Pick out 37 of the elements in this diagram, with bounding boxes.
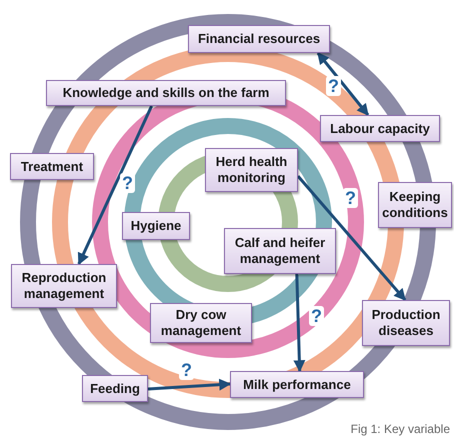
label-box	[362, 300, 450, 346]
edge-label: ?	[343, 188, 358, 208]
node-label: Keeping conditions	[382, 189, 448, 221]
node-label: Hygiene	[130, 218, 182, 234]
figure-caption: Fig 1: Key variable	[350, 422, 450, 436]
edge-label: ?	[120, 173, 135, 193]
arrow	[77, 105, 153, 266]
node-label: Feeding	[90, 380, 140, 396]
node-label: Treatment	[20, 158, 84, 174]
label-box	[150, 303, 252, 343]
label-box	[205, 148, 298, 192]
label-box	[11, 264, 117, 308]
edge-label: ?	[179, 360, 194, 380]
label-box	[320, 115, 440, 142]
label-box	[10, 153, 94, 180]
node-label: Production diseases	[370, 307, 442, 339]
node-label: Dry cow management	[160, 307, 242, 339]
node-label: Labour capacity	[330, 120, 430, 136]
label-box	[46, 80, 286, 106]
arrow	[148, 378, 232, 391]
node-label: Calf and heifer management	[234, 235, 326, 267]
label-box	[230, 371, 364, 398]
node-label: Knowledge and skills on the farm	[62, 85, 270, 101]
label-box	[122, 212, 190, 240]
arrow	[296, 175, 406, 301]
edge-label: ?	[309, 306, 324, 326]
arrow	[293, 274, 306, 372]
edge-label: ?	[326, 76, 341, 96]
node-label: Reproduction management	[20, 270, 108, 302]
node-label: Financial resources	[198, 31, 320, 47]
node-label: Herd health monitoring	[214, 154, 288, 186]
label-box	[378, 182, 452, 228]
label-box	[82, 375, 148, 402]
node-label: Milk performance	[243, 376, 351, 392]
arrow	[316, 52, 370, 116]
label-box	[224, 228, 336, 274]
label-box	[188, 25, 330, 53]
